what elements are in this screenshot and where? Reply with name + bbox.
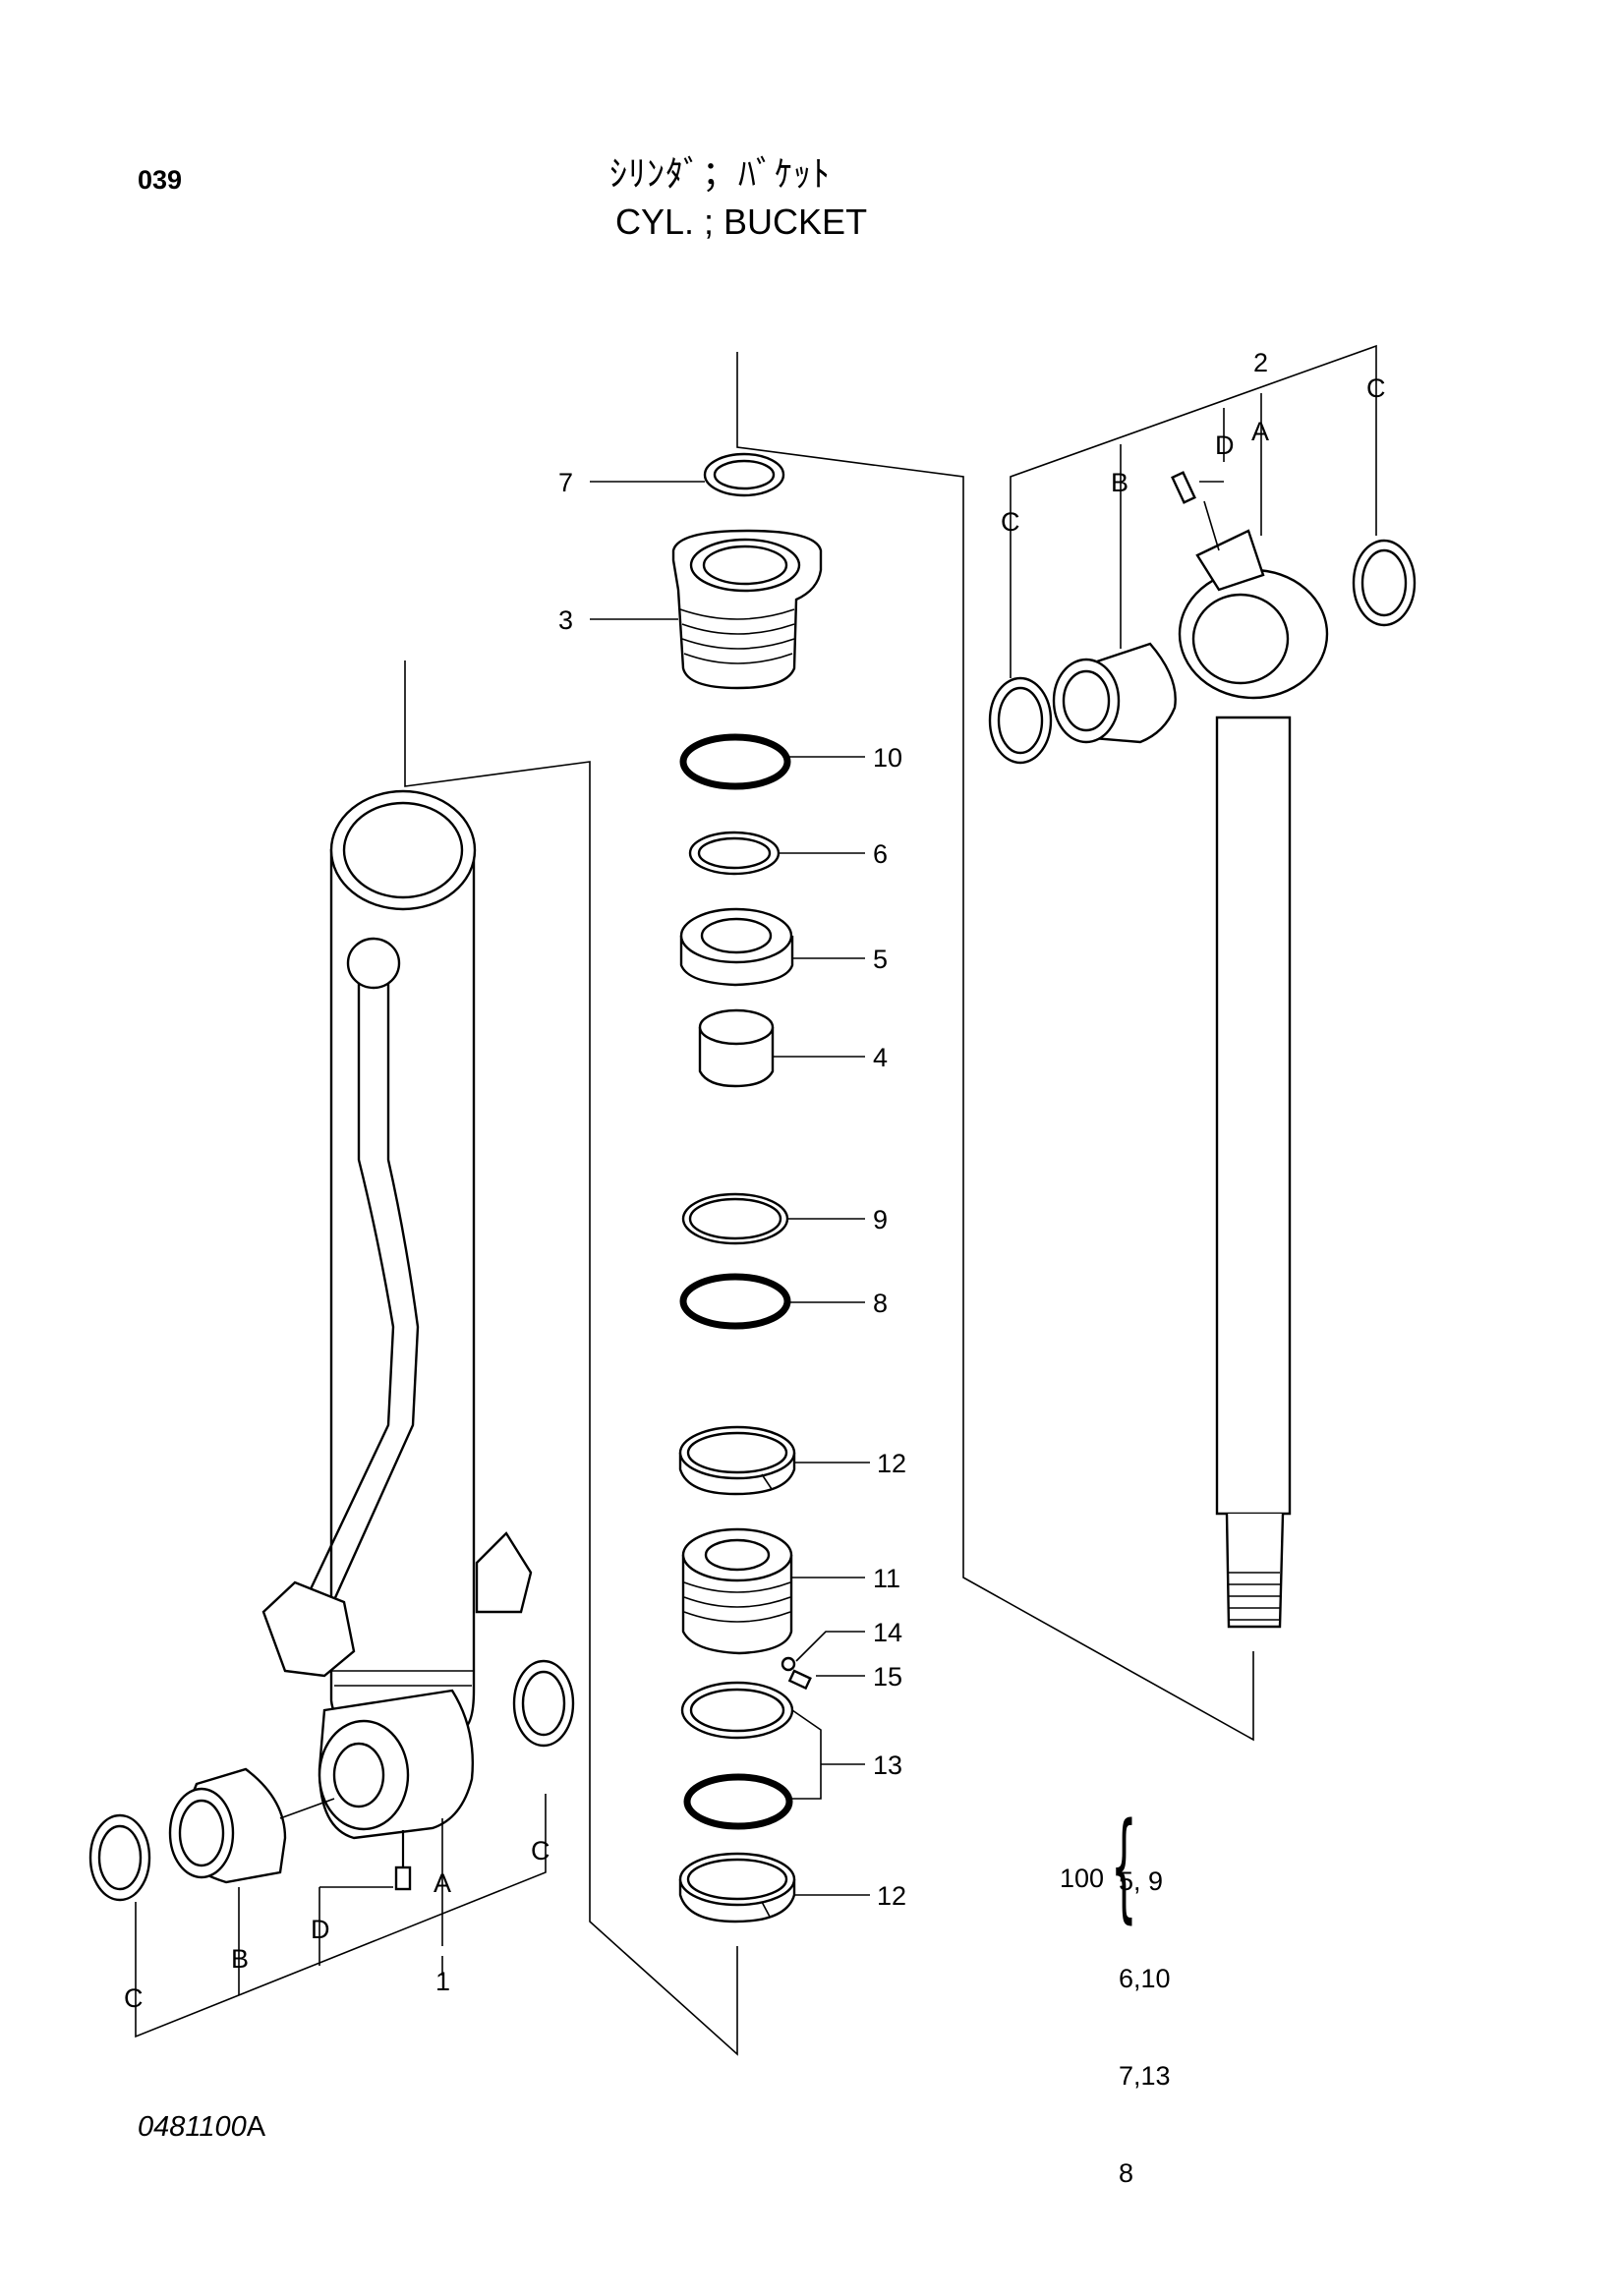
page-number: 039: [138, 165, 183, 195]
callout-labels: 7 3 10 6 5 4 9 8 12 11 14 15 13 12 1 2 A…: [124, 348, 1386, 2013]
right-bushing-b: [1052, 642, 1177, 744]
part-12-wear-ring-upper: [678, 1425, 796, 1496]
letter-right-c1: C: [1001, 507, 1020, 537]
document-id-suffix: A: [246, 2111, 266, 2143]
letter-right-b: B: [1111, 468, 1128, 497]
piston-rod-part-2: [1171, 471, 1329, 1629]
left-dust-seal-c1: [88, 1813, 151, 1902]
callout-13: 13: [873, 1751, 902, 1780]
letter-left-a: A: [434, 1868, 451, 1898]
letter-left-d: D: [311, 1915, 330, 1944]
kit-item: 5, 9: [1119, 1866, 1164, 1896]
exploded-boundary-lines: [404, 352, 1254, 2056]
callout-1: 1: [435, 1967, 450, 1996]
title-english: CYL. ; BUCKET: [615, 201, 868, 242]
letter-right-a: A: [1251, 417, 1269, 446]
letter-left-b: B: [231, 1944, 249, 1974]
letter-left-c2: C: [531, 1836, 550, 1866]
part-3-cylinder-head: [671, 529, 823, 690]
callout-10: 10: [873, 743, 902, 773]
kit-item: 6,10: [1119, 1964, 1171, 1993]
callout-6: 6: [873, 839, 888, 869]
part-14-15-set-screw-ball: [781, 1656, 812, 1691]
part-7-ring: [703, 452, 785, 497]
callout-7: 7: [558, 468, 573, 497]
callout-15: 15: [873, 1662, 902, 1692]
part-5-rod-seal: [679, 907, 794, 987]
kit-item: 8: [1119, 2158, 1134, 2188]
callout-12-upper: 12: [877, 1449, 906, 1478]
part-11-piston: [681, 1527, 793, 1655]
callout-14: 14: [873, 1618, 902, 1647]
letter-right-c2: C: [1366, 373, 1386, 403]
document-id-number: 0481100: [138, 2111, 247, 2143]
part-12-wear-ring-lower: [678, 1852, 796, 1923]
part-8-o-ring: [679, 1273, 791, 1330]
kit-brace: {: [1111, 1799, 1137, 1935]
kit-items: 5, 9 6,10 7,13 8: [1119, 1801, 1171, 2255]
callout-4: 4: [873, 1043, 888, 1072]
cylinder-tube-part-1: [261, 789, 533, 1891]
part-9-ring: [681, 1192, 789, 1245]
left-bushing-b: [168, 1767, 335, 1884]
callout-12-lower: 12: [877, 1881, 906, 1911]
callout-11: 11: [873, 1564, 900, 1593]
document-id: 0481100A: [138, 2111, 265, 2144]
callout-5: 5: [873, 945, 888, 974]
letter-left-c1: C: [124, 1983, 144, 2013]
kit-number: 100: [1060, 1864, 1105, 1893]
left-dust-seal-c2: [512, 1659, 575, 1748]
callout-8: 8: [873, 1289, 888, 1318]
right-dust-seal-c1: [988, 676, 1053, 765]
letter-right-d: D: [1215, 430, 1235, 460]
part-6-backup-ring: [688, 831, 781, 876]
kit-item: 7,13: [1119, 2061, 1171, 2091]
callout-9: 9: [873, 1205, 888, 1234]
left-bracket-lines: [135, 1794, 547, 2038]
right-bracket-lines: [1010, 344, 1377, 678]
right-dust-seal-c2: [1352, 539, 1417, 627]
callout-3: 3: [558, 605, 573, 635]
part-4-bushing: [698, 1008, 775, 1088]
callout-2: 2: [1253, 348, 1268, 377]
part-13-ring-set: [680, 1681, 794, 1830]
part-10-o-ring: [679, 733, 791, 790]
title-japanese: ｼﾘﾝﾀﾞ；ﾊﾞｹｯﾄ: [609, 154, 832, 195]
center-leader-lines: [590, 481, 870, 1896]
